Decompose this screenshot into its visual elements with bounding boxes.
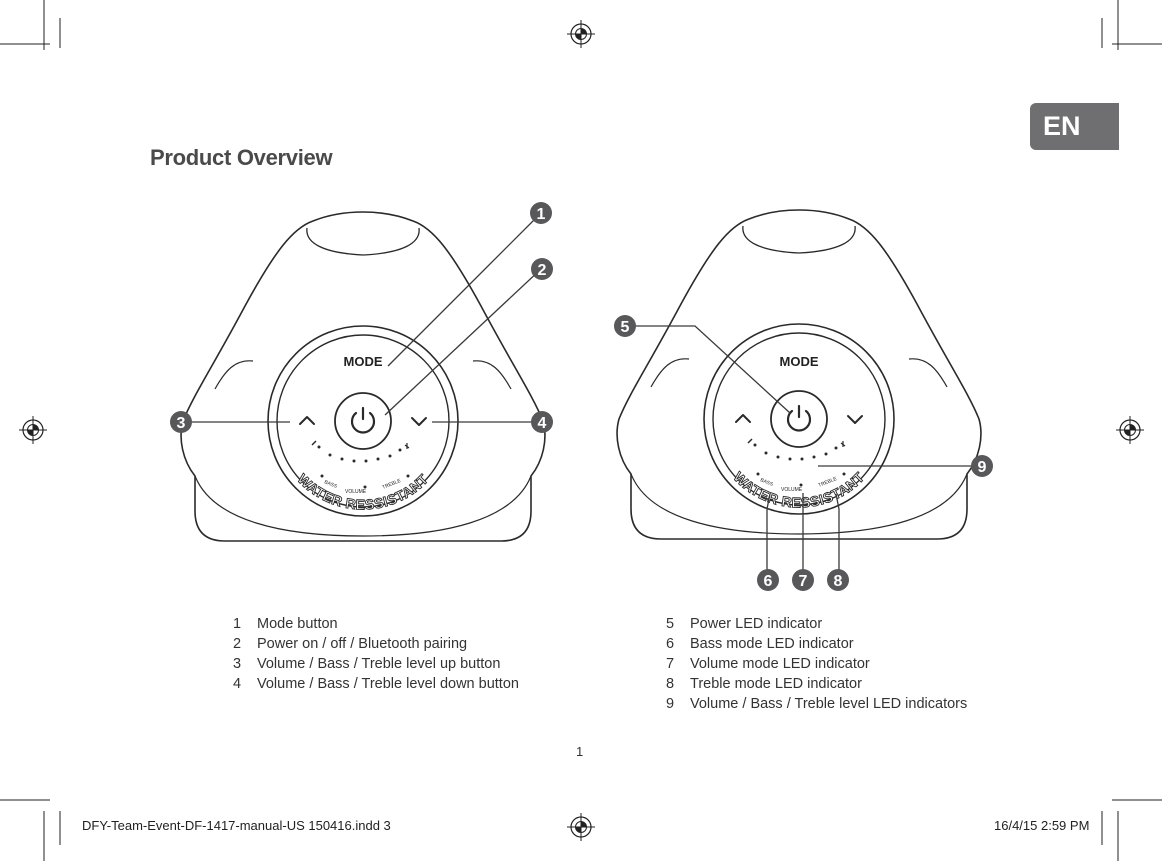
speaker-front-view-right: MODE WATER RESSISTANT BASS VOLUME TREBLE <box>615 208 983 541</box>
mode-label: MODE <box>780 354 819 369</box>
led-label-volume: VOLUME <box>345 489 367 495</box>
callout-9: 9 <box>971 455 993 477</box>
led-label-bass: BASS <box>323 479 338 490</box>
page-number: 1 <box>576 744 584 759</box>
svg-text:2: 2 <box>538 262 547 279</box>
registration-mark-icon <box>566 812 596 842</box>
page-title: Product Overview <box>150 145 333 170</box>
callout-8: 8 <box>827 569 849 591</box>
callout-6: 6 <box>757 569 779 591</box>
registration-mark-icon <box>566 19 596 49</box>
svg-text:6: 6 <box>764 573 773 590</box>
callout-7: 7 <box>792 569 814 591</box>
callout-badges: 1 2 3 4 5 6 7 8 9 <box>170 202 993 591</box>
language-tab: EN <box>1030 103 1119 150</box>
registration-mark-icon <box>18 415 48 445</box>
callout-1: 1 <box>530 202 552 224</box>
registration-mark-icon <box>1115 415 1145 445</box>
callout-5: 5 <box>614 315 636 337</box>
callout-leader-lines <box>181 213 980 580</box>
svg-text:9: 9 <box>978 459 987 476</box>
callout-4: 4 <box>531 411 553 433</box>
svg-text:5: 5 <box>621 319 630 336</box>
led-label-bass: BASS <box>759 477 774 488</box>
led-label-volume: VOLUME <box>781 487 803 493</box>
svg-text:4: 4 <box>538 415 547 432</box>
svg-text:7: 7 <box>799 573 808 590</box>
callout-2: 2 <box>531 258 553 280</box>
callout-3: 3 <box>170 411 192 433</box>
slug-filename: DFY-Team-Event-DF-1417-manual-US 150416.… <box>82 818 391 833</box>
slug-timestamp: 16/4/15 2:59 PM <box>994 818 1090 833</box>
svg-text:3: 3 <box>177 415 186 432</box>
svg-text:8: 8 <box>834 573 843 590</box>
mode-label: MODE <box>344 354 383 369</box>
speaker-front-view-left: MODE WATER RESSISTANT BASS VOLUME TREBLE <box>179 210 547 543</box>
svg-text:1: 1 <box>537 206 546 223</box>
